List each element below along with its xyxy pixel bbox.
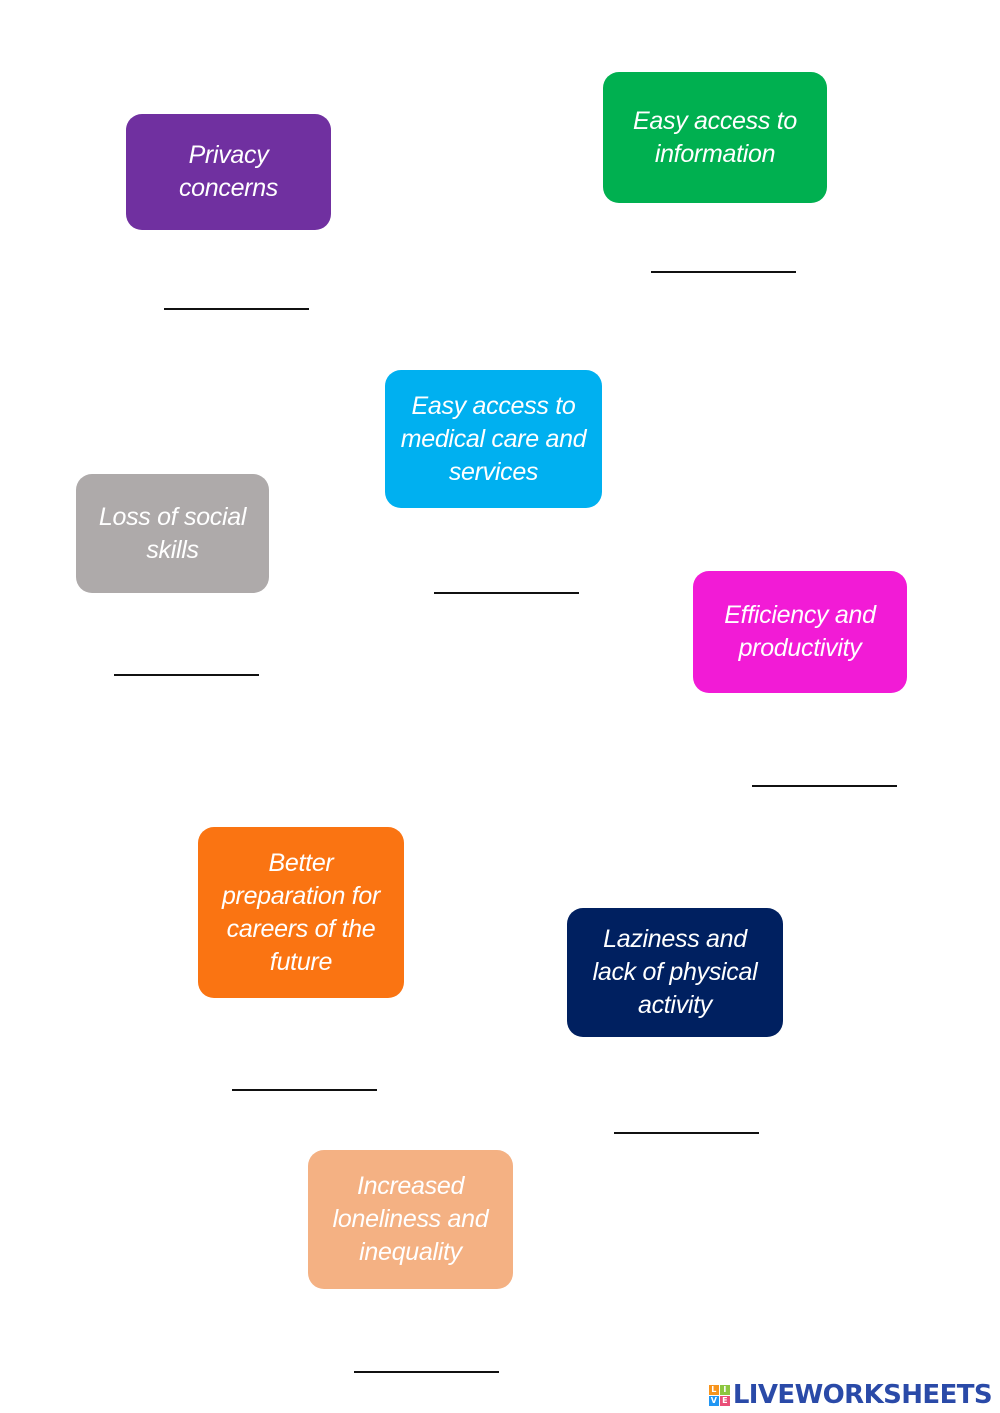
answer-blank-information xyxy=(651,245,796,273)
card-label: Laziness and lack of physical activity xyxy=(592,925,758,1019)
answer-blank-privacy xyxy=(164,282,309,310)
logo-mark-icon: L I V E xyxy=(708,1384,730,1406)
answer-blank-laziness xyxy=(614,1106,759,1134)
card-label: Easy access to information xyxy=(633,106,797,168)
logo-wordmark: LIVEWORKSHEETS xyxy=(732,1380,993,1410)
card-easy-access-medical: Easy access to medical care and services xyxy=(385,370,602,508)
logo-letter: I xyxy=(719,1384,730,1395)
answer-blank-medical xyxy=(434,566,579,594)
answer-input[interactable] xyxy=(752,759,897,785)
card-better-preparation-careers: Better preparation for careers of the fu… xyxy=(198,827,404,998)
answer-input[interactable] xyxy=(114,648,259,674)
answer-input[interactable] xyxy=(232,1063,377,1089)
answer-blank-careers xyxy=(232,1063,377,1091)
card-label: Easy access to medical care and services xyxy=(400,391,587,486)
card-privacy-concerns: Privacy concerns xyxy=(126,114,331,230)
answer-input[interactable] xyxy=(354,1345,499,1371)
card-easy-access-information: Easy access to information xyxy=(603,72,827,203)
answer-blank-efficiency xyxy=(752,759,897,787)
card-label: Loss of social skills xyxy=(98,502,247,564)
card-efficiency-productivity: Efficiency and productivity xyxy=(693,571,907,693)
answer-blank-social-skills xyxy=(114,648,259,676)
answer-input[interactable] xyxy=(164,282,309,308)
card-label: Efficiency and productivity xyxy=(724,601,876,662)
liveworksheets-logo[interactable]: L I V E LIVEWORKSHEETS xyxy=(708,1380,993,1410)
logo-letter: E xyxy=(719,1395,730,1406)
card-label: Increased loneliness and inequality xyxy=(332,1172,489,1266)
card-increased-loneliness: Increased loneliness and inequality xyxy=(308,1150,513,1289)
logo-letter: L xyxy=(708,1384,719,1395)
answer-input[interactable] xyxy=(434,566,579,592)
answer-input[interactable] xyxy=(651,245,796,271)
card-loss-social-skills: Loss of social skills xyxy=(76,474,269,593)
answer-input[interactable] xyxy=(614,1106,759,1132)
card-laziness-physical-activity: Laziness and lack of physical activity xyxy=(567,908,783,1037)
card-label: Better preparation for careers of the fu… xyxy=(221,848,381,976)
logo-letter: V xyxy=(708,1395,719,1406)
card-label: Privacy concerns xyxy=(178,141,279,202)
answer-blank-loneliness xyxy=(354,1345,499,1373)
